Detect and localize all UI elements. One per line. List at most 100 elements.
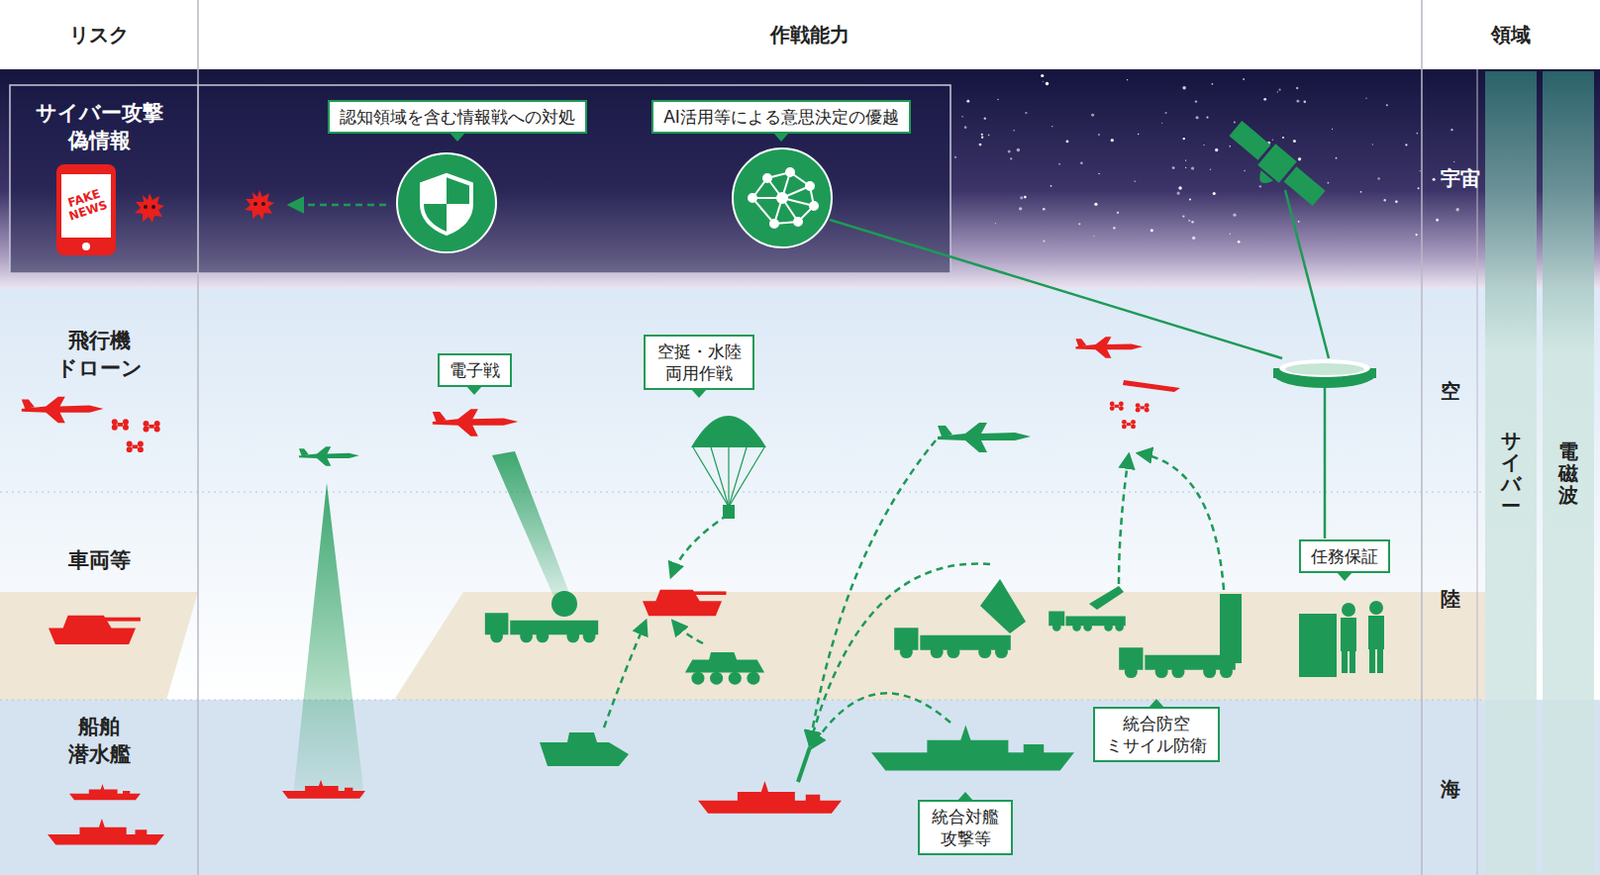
enemy-aircraft — [21, 397, 104, 423]
band-label: サイバー — [1500, 429, 1521, 517]
illustration-part — [693, 447, 729, 507]
illustration-part — [1110, 138, 1114, 142]
callout-pointer — [1148, 699, 1165, 708]
illustration-part — [1185, 167, 1187, 169]
illustration-part — [1331, 128, 1333, 130]
illustration-part — [1042, 81, 1044, 83]
illustration-part — [1019, 196, 1023, 200]
illustration-part — [1058, 163, 1061, 166]
illustration-part — [727, 447, 729, 507]
domain-label: 陸 — [1440, 588, 1461, 610]
illustration-part — [1415, 233, 1418, 236]
phone-button — [82, 242, 91, 251]
illustration-part — [1205, 116, 1208, 119]
illustration-part — [1078, 222, 1081, 225]
domain-label: 空 — [1440, 380, 1461, 402]
illustration-part — [1023, 196, 1027, 200]
illustration-part — [1341, 602, 1356, 617]
domain-band: 電磁波 — [1542, 71, 1595, 875]
illustration-part — [1296, 87, 1299, 90]
illustration-part — [1233, 120, 1236, 123]
illustration-part — [1277, 91, 1279, 93]
shore — [166, 700, 395, 705]
enemy-vehicle — [48, 615, 141, 645]
risk-label: 船舶 潜水艦 — [59, 712, 139, 770]
risk-label: 飛行機 ドローン — [44, 326, 154, 384]
row-divider — [0, 492, 1486, 494]
callout-pointer — [1336, 572, 1353, 582]
illustration-part — [1360, 191, 1363, 194]
panel-divider — [197, 85, 200, 274]
illustration-part — [981, 133, 984, 136]
parachute — [691, 415, 767, 448]
illustration-part — [1007, 150, 1011, 154]
illustration-part — [1202, 144, 1204, 146]
illustration-part — [1455, 207, 1459, 211]
illustration-part — [770, 219, 779, 228]
domain-band: サイバー — [1485, 71, 1537, 875]
shield-icon — [421, 175, 472, 234]
link-line — [829, 219, 1283, 359]
illustration-part — [673, 621, 703, 644]
illustration-part — [1042, 239, 1045, 242]
illustration-part — [1228, 120, 1271, 161]
launcher-truck — [1118, 647, 1236, 679]
risk-label: 車両等 — [24, 546, 174, 575]
illustration-part — [1098, 133, 1100, 136]
fake-news-text: FAKE NEWS — [57, 185, 114, 225]
illustration-part — [1298, 220, 1300, 223]
ew-dish — [551, 591, 578, 617]
column-divider — [1420, 0, 1423, 875]
illustration-part — [1183, 137, 1186, 140]
illustration-part — [1024, 111, 1027, 114]
stars — [954, 74, 1460, 244]
illustration-part — [809, 564, 991, 745]
illustration-part — [995, 222, 997, 224]
risk-label: サイバー攻撃 偽情報 — [24, 99, 174, 156]
illustration-part — [954, 156, 957, 159]
illustration-part — [1137, 133, 1139, 135]
network-icon — [748, 168, 818, 228]
illustration-part — [997, 99, 1000, 101]
illustration-part — [1237, 240, 1241, 244]
illustration-part — [1229, 233, 1231, 235]
land-ground — [0, 592, 199, 700]
illustration-part — [1335, 157, 1338, 160]
illustration-part — [1296, 100, 1300, 103]
illustration-part — [1369, 600, 1384, 615]
parachute-lines — [693, 447, 765, 507]
illustration-part — [1185, 159, 1187, 161]
illustration-part — [1419, 170, 1421, 172]
illustration-part — [1191, 166, 1195, 170]
illustration-part — [1377, 177, 1380, 180]
illustration-part — [1263, 98, 1267, 101]
callout-box: 空挺・水陸 両用作戦 — [643, 334, 755, 391]
column-divider — [197, 0, 200, 875]
illustration-part — [1284, 166, 1326, 206]
column-header: 作戦能力 — [198, 0, 1422, 70]
illustration-part — [1232, 213, 1236, 217]
illustration-part — [1383, 199, 1386, 201]
illustration-part — [1116, 211, 1119, 214]
illustration-part — [1243, 170, 1245, 172]
shield-icon — [421, 175, 472, 234]
enemy-ship — [282, 780, 366, 800]
illustration-part — [1450, 128, 1453, 131]
illustration-part — [1395, 200, 1399, 203]
node-label: 電子戦 — [449, 359, 500, 382]
air-ground — [0, 289, 1600, 700]
illustration-part — [1191, 220, 1195, 224]
illustration-part — [1229, 145, 1231, 147]
callout-pointer — [957, 792, 974, 801]
illustration-part — [961, 115, 963, 117]
armored-car — [685, 652, 765, 686]
callout-box: AI活用等による意思決定の優越 — [651, 100, 911, 134]
illustration-part — [1285, 363, 1365, 376]
illustration-part — [748, 194, 757, 202]
callout-box: 認知領域を含む情報戦への対処 — [327, 100, 588, 134]
illustration-part — [1303, 100, 1307, 104]
column-divider — [1477, 69, 1479, 875]
illustration-part — [1372, 143, 1374, 145]
illustration-part — [1368, 615, 1385, 650]
